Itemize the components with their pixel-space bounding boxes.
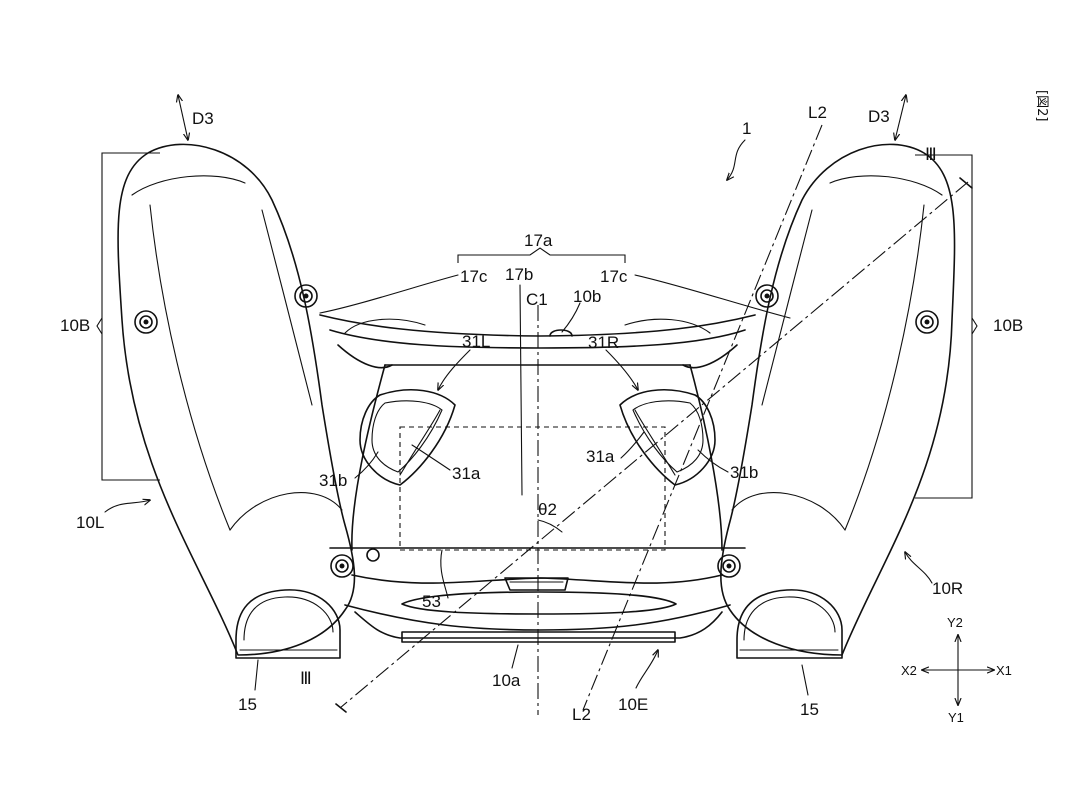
label-31R: 31R bbox=[588, 333, 619, 352]
brace-17a bbox=[457, 247, 626, 263]
label-10B-right: 10B bbox=[993, 316, 1023, 335]
label-l2-bottom: L2 bbox=[572, 705, 591, 724]
dashed-region bbox=[399, 426, 666, 551]
label-31b-left: 31b bbox=[319, 471, 347, 490]
line-l2 bbox=[582, 124, 823, 711]
back-button-31R bbox=[619, 389, 716, 486]
label-31a-left: 31a bbox=[452, 464, 481, 483]
axis-indicator: Y2 Y1 X1 X2 bbox=[901, 615, 1012, 725]
theta2-arc bbox=[537, 519, 563, 533]
axis-label-y2: Y2 bbox=[947, 615, 963, 630]
label-17c-right: 17c bbox=[600, 267, 628, 286]
label-10L: 10L bbox=[76, 513, 104, 532]
label-c1: C1 bbox=[526, 290, 548, 309]
label-d3-left: D3 bbox=[192, 109, 214, 128]
label-10b: 10b bbox=[573, 287, 601, 306]
figure-tag: [図2] bbox=[1034, 90, 1049, 121]
label-1: 1 bbox=[742, 119, 751, 138]
label-d3-right: D3 bbox=[868, 107, 890, 126]
label-iii-bottom: Ⅲ bbox=[300, 669, 312, 688]
label-10B-left: 10B bbox=[60, 316, 90, 335]
right-grip bbox=[720, 143, 956, 656]
left-grip bbox=[117, 143, 356, 656]
bracket-10B-right bbox=[915, 154, 973, 499]
label-l2-top: L2 bbox=[808, 103, 827, 122]
label-31b-right: 31b bbox=[730, 463, 758, 482]
label-17c-left: 17c bbox=[460, 267, 488, 286]
label-53: 53 bbox=[422, 592, 441, 611]
label-theta2: θ2 bbox=[538, 500, 557, 519]
label-31a-right: 31a bbox=[586, 447, 615, 466]
label-10a: 10a bbox=[492, 671, 521, 690]
screw-markers bbox=[134, 284, 939, 578]
label-10R: 10R bbox=[932, 579, 963, 598]
label-iii-top: Ⅲ bbox=[925, 145, 937, 164]
label-31L: 31L bbox=[462, 332, 490, 351]
section-line-iii bbox=[339, 181, 969, 709]
label-15-right: 15 bbox=[800, 700, 819, 719]
reference-labels: 1 D3 D3 L2 L2 Ⅲ Ⅲ 17a 17b 17c 17c C1 10b… bbox=[60, 103, 1023, 724]
label-15-left: 15 bbox=[238, 695, 257, 714]
d3-arrow-right bbox=[895, 95, 906, 140]
back-button-31L bbox=[359, 389, 456, 486]
label-17a: 17a bbox=[524, 231, 553, 250]
axis-label-x1: X1 bbox=[996, 663, 1012, 678]
bracket-10B-left bbox=[101, 152, 160, 481]
d3-arrow-left bbox=[178, 95, 188, 140]
trigger-buttons bbox=[235, 589, 843, 659]
label-17b: 17b bbox=[505, 265, 533, 284]
axis-label-y1: Y1 bbox=[948, 710, 964, 725]
axis-label-x2: X2 bbox=[901, 663, 917, 678]
label-10E: 10E bbox=[618, 695, 648, 714]
leader-lines bbox=[104, 139, 933, 696]
controller-body bbox=[319, 314, 756, 643]
